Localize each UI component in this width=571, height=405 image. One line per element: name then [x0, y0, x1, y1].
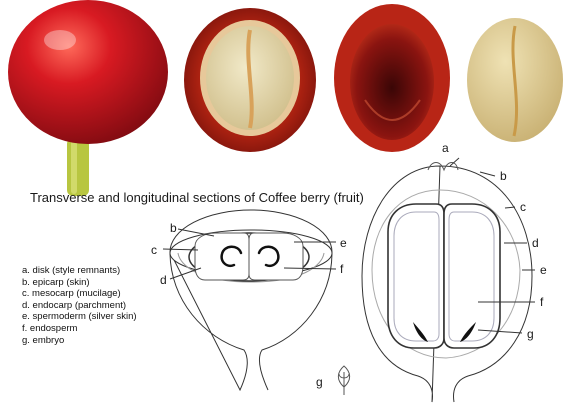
longitudinal-label-f: f	[540, 295, 544, 309]
photo-berry-cut-empty	[334, 4, 450, 152]
legend-item-e: e. spermoderm (silver skin)	[22, 311, 137, 323]
legend-item-b: b. epicarp (skin)	[22, 277, 137, 289]
photo-green-bean	[467, 18, 563, 142]
legend-item-c: c. mesocarp (mucilage)	[22, 288, 137, 300]
longitudinal-label-a: a	[442, 141, 449, 155]
photo-whole-berry	[8, 0, 168, 196]
longitudinal-section-diagram	[362, 158, 535, 402]
transverse-label-e: e	[340, 236, 347, 250]
longitudinal-label-c: c	[520, 200, 526, 214]
transverse-label-c: c	[151, 243, 157, 257]
transverse-label-f: f	[340, 262, 344, 276]
longitudinal-label-d: d	[532, 236, 539, 250]
transverse-section-diagram	[163, 210, 336, 390]
legend-item-a: a. disk (style remnants)	[22, 265, 137, 277]
longitudinal-label-g: g	[527, 327, 534, 341]
figure-caption: Transverse and longitudinal sections of …	[30, 190, 364, 205]
embryo-illustration	[338, 366, 349, 395]
longitudinal-label-b: b	[500, 169, 507, 183]
legend-item-f: f. endosperm	[22, 323, 137, 335]
transverse-label-d: d	[160, 273, 167, 287]
legend-item-d: d. endocarp (parchment)	[22, 300, 137, 312]
photo-berry-cut-pulp	[184, 8, 316, 152]
legend-list: a. disk (style remnants) b. epicarp (ski…	[22, 265, 137, 346]
transverse-label-b: b	[170, 221, 177, 235]
legend-item-g: g. embryo	[22, 335, 137, 347]
longitudinal-label-e: e	[540, 263, 547, 277]
embryo-label: g	[316, 375, 323, 389]
